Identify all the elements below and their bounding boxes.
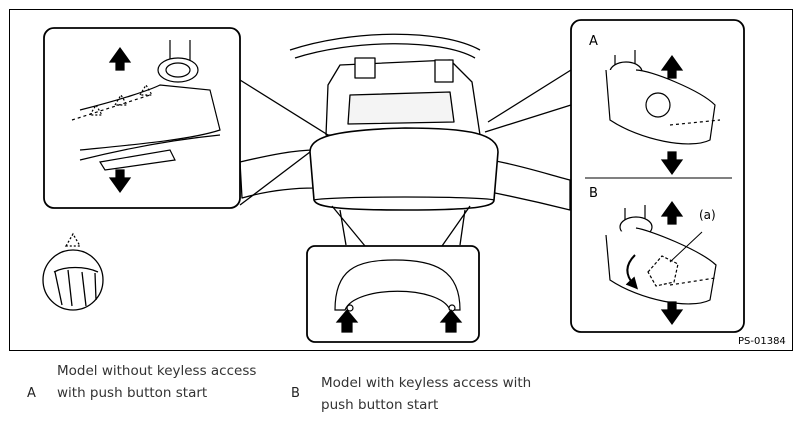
legend-key-b: B bbox=[291, 386, 300, 401]
legend-key-a: A bbox=[27, 386, 36, 401]
detail-left-leaders bbox=[239, 79, 329, 206]
legend-text-a: Model without keyless access with push b… bbox=[57, 363, 257, 401]
diagram-figure: A B (a) PS-01384 bbox=[9, 9, 793, 351]
callout-a-label: (a) bbox=[699, 208, 716, 222]
legend-text-b: Model with keyless access with push butt… bbox=[321, 375, 532, 413]
detail-left-content bbox=[71, 40, 221, 194]
column-cover-illustration bbox=[42, 19, 745, 343]
panel-b-content bbox=[605, 200, 717, 326]
figure-code: PS-01384 bbox=[738, 336, 786, 347]
panel-b-label: B bbox=[589, 186, 598, 201]
detail-panel-left bbox=[43, 27, 241, 209]
panel-a-label: A bbox=[589, 34, 598, 49]
inset-clip-detail bbox=[42, 232, 104, 311]
panel-a-content bbox=[605, 50, 721, 176]
steering-column bbox=[239, 33, 571, 246]
detail-bottom-content bbox=[334, 259, 463, 333]
